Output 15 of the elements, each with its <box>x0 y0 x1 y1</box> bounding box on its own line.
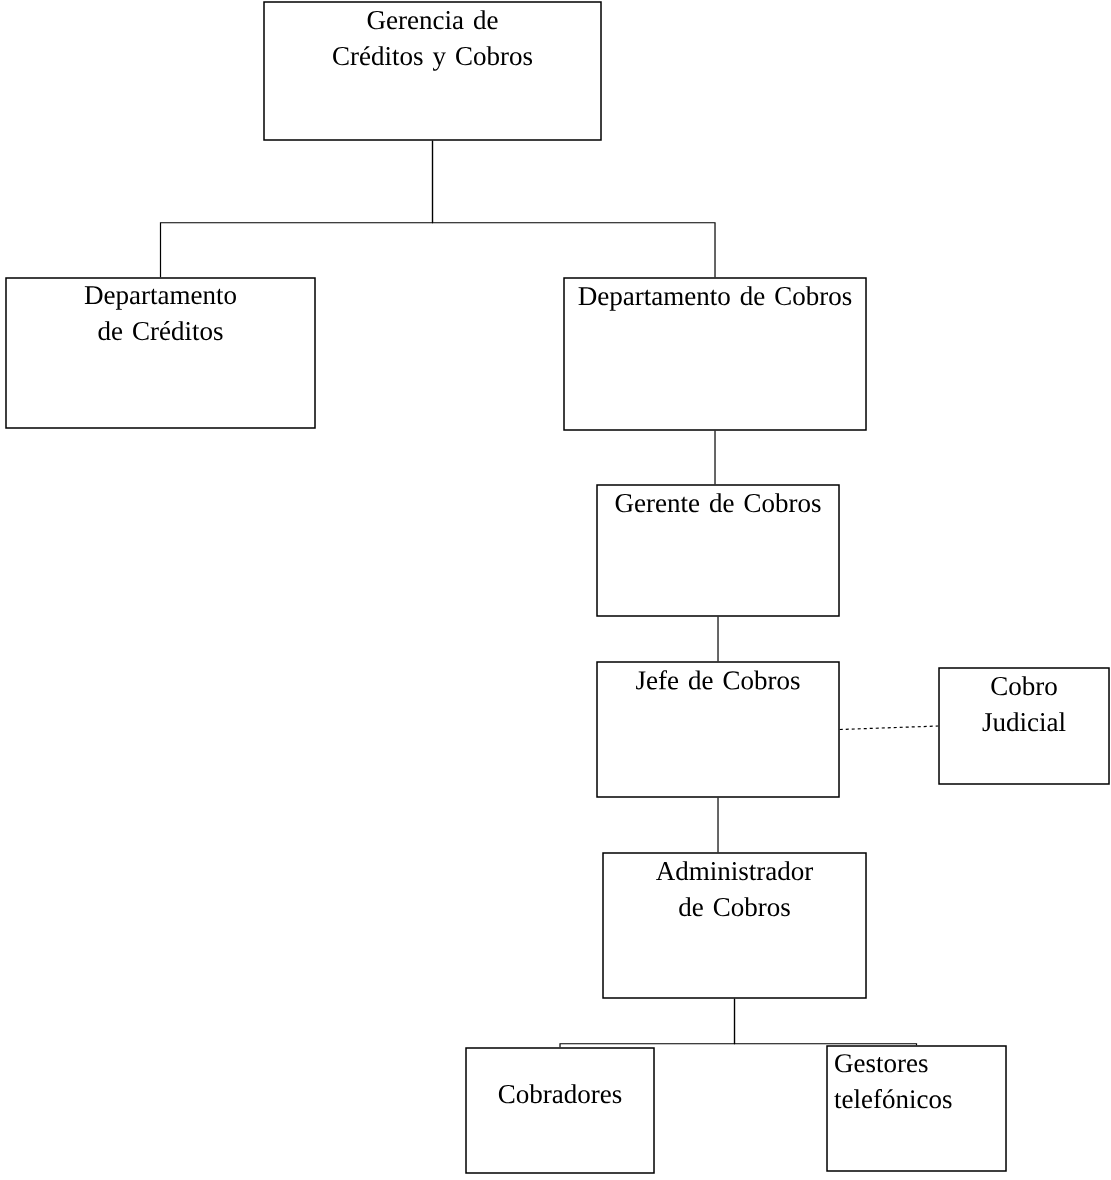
org-box: Jefe de Cobros <box>596 661 840 798</box>
org-box: Departamento de Créditos <box>5 277 316 429</box>
org-box: Gestores telefónicos <box>826 1045 1007 1172</box>
org-box: Administrador de Cobros <box>602 852 867 999</box>
org-box: Cobro Judicial <box>938 667 1110 785</box>
connector-line <box>431 140 716 278</box>
org-box: Departamento de Cobros <box>563 277 867 431</box>
connector-line <box>733 998 918 1046</box>
org-box: Gerencia de Créditos y Cobros <box>263 1 602 141</box>
connector-line <box>717 616 719 662</box>
connector-line <box>714 430 716 485</box>
org-box: Cobradores <box>465 1047 655 1174</box>
connector-line <box>839 725 939 731</box>
connector-line <box>717 797 719 853</box>
org-box: Gerente de Cobros <box>596 484 840 617</box>
